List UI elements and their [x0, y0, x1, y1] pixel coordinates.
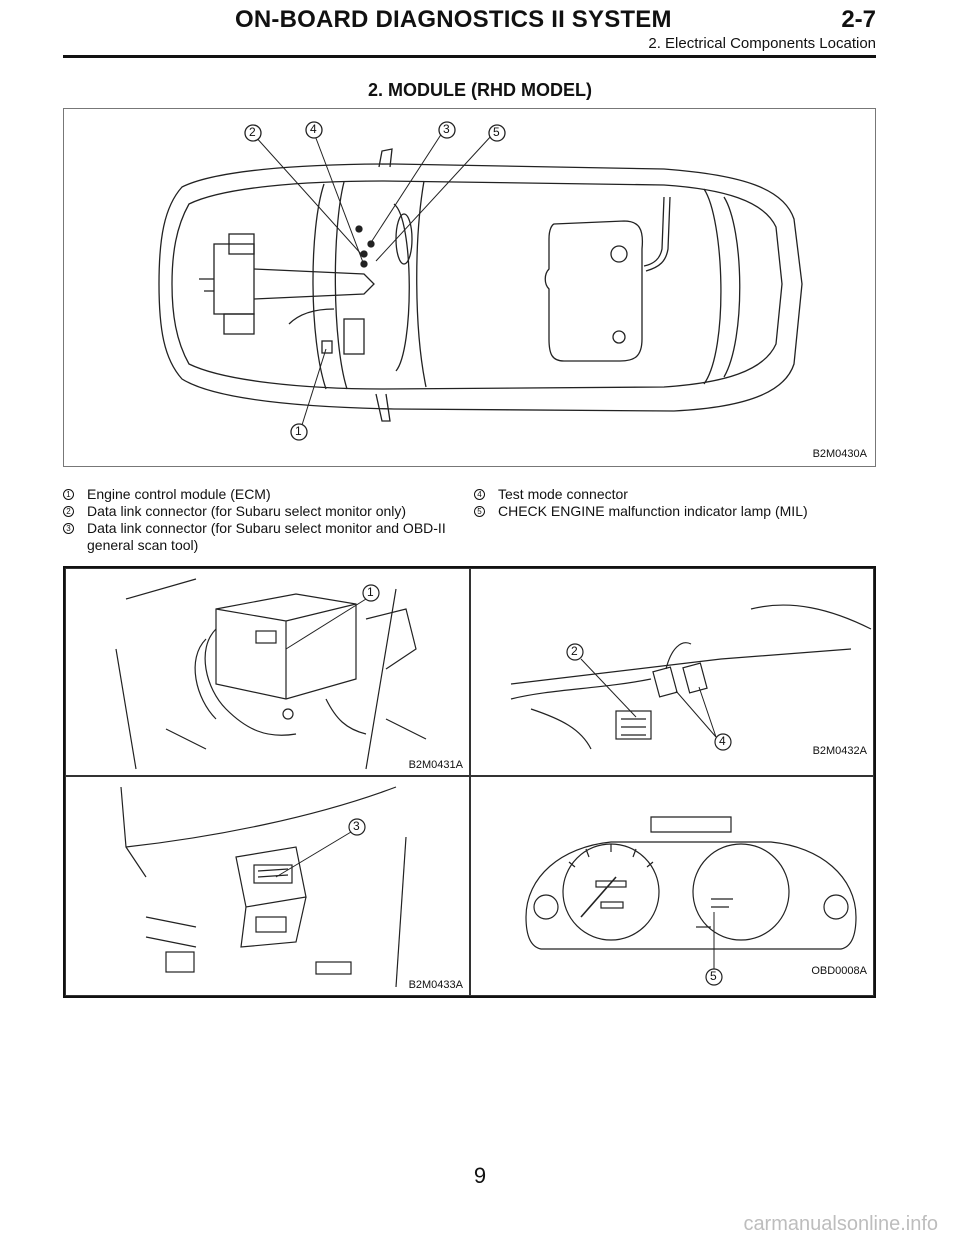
legend-item: 4 Test mode connector	[474, 486, 876, 503]
detail-figure-mil: 5 OBD0008A	[470, 776, 874, 996]
header-rule	[63, 55, 876, 58]
legend-item: 1 Engine control module (ECM)	[63, 486, 463, 503]
detail-figure-ecm: 1 B2M0431A	[65, 568, 470, 776]
legend-number: 5	[474, 506, 485, 517]
legend-right: 4 Test mode connector 5 CHECK ENGINE mal…	[474, 486, 876, 520]
legend-item: 3 Data link connector (for Subaru select…	[63, 520, 463, 554]
detail-figure-grid: 1 B2M0431A 2 4 B2M0432A	[63, 566, 876, 998]
legend-text: CHECK ENGINE malfunction indicator lamp …	[498, 503, 808, 519]
header-title: ON-BOARD DIAGNOSTICS II SYSTEM	[235, 6, 672, 33]
callout-5: 5	[710, 969, 717, 983]
callout-4: 4	[310, 122, 317, 136]
instrument-cluster-illustration	[525, 816, 857, 986]
callout-5: 5	[493, 125, 500, 139]
header-subtitle: 2. Electrical Components Location	[648, 35, 876, 52]
legend-text: Data link connector (for Subaru select m…	[87, 503, 407, 519]
car-top-view-illustration	[158, 121, 803, 441]
callout-1: 1	[367, 585, 374, 599]
legend-number: 2	[63, 506, 74, 517]
detail-figure-dlc: 3 B2M0433A	[65, 776, 470, 996]
legend-text: Test mode connector	[498, 486, 628, 502]
section-title: 2. MODULE (RHD MODEL)	[368, 80, 592, 100]
section-number: 2-7	[841, 6, 876, 33]
watermark: carmanualsonline.info	[743, 1213, 938, 1235]
connectors-illustration	[510, 604, 872, 751]
figure-code: B2M0433A	[408, 979, 463, 991]
callout-1: 1	[295, 424, 302, 438]
legend-item: 5 CHECK ENGINE malfunction indicator lam…	[474, 503, 876, 520]
ecm-illustration	[115, 578, 427, 770]
callout-4: 4	[719, 734, 726, 748]
figure-code: OBD0008A	[811, 965, 867, 977]
legend-number: 4	[474, 489, 485, 500]
legend-number: 3	[63, 523, 74, 534]
callout-3: 3	[443, 122, 450, 136]
figure-code: B2M0431A	[408, 759, 463, 771]
legend-item: 2 Data link connector (for Subaru select…	[63, 503, 463, 520]
dlc-illustration	[120, 786, 407, 988]
legend-text: Data link connector (for Subaru select m…	[87, 520, 446, 553]
main-figure: 2 4 3 5 1 B2M0430A	[63, 108, 876, 467]
legend-text: Engine control module (ECM)	[87, 486, 271, 502]
page-number: 9	[473, 1163, 487, 1188]
callout-3: 3	[353, 819, 360, 833]
legend-number: 1	[63, 489, 74, 500]
figure-code: B2M0430A	[812, 448, 867, 460]
detail-figure-connectors: 2 4 B2M0432A	[470, 568, 874, 776]
legend-left: 1 Engine control module (ECM) 2 Data lin…	[63, 486, 463, 554]
figure-code: B2M0432A	[812, 745, 867, 757]
callout-2: 2	[249, 125, 256, 139]
callout-2: 2	[571, 644, 578, 658]
